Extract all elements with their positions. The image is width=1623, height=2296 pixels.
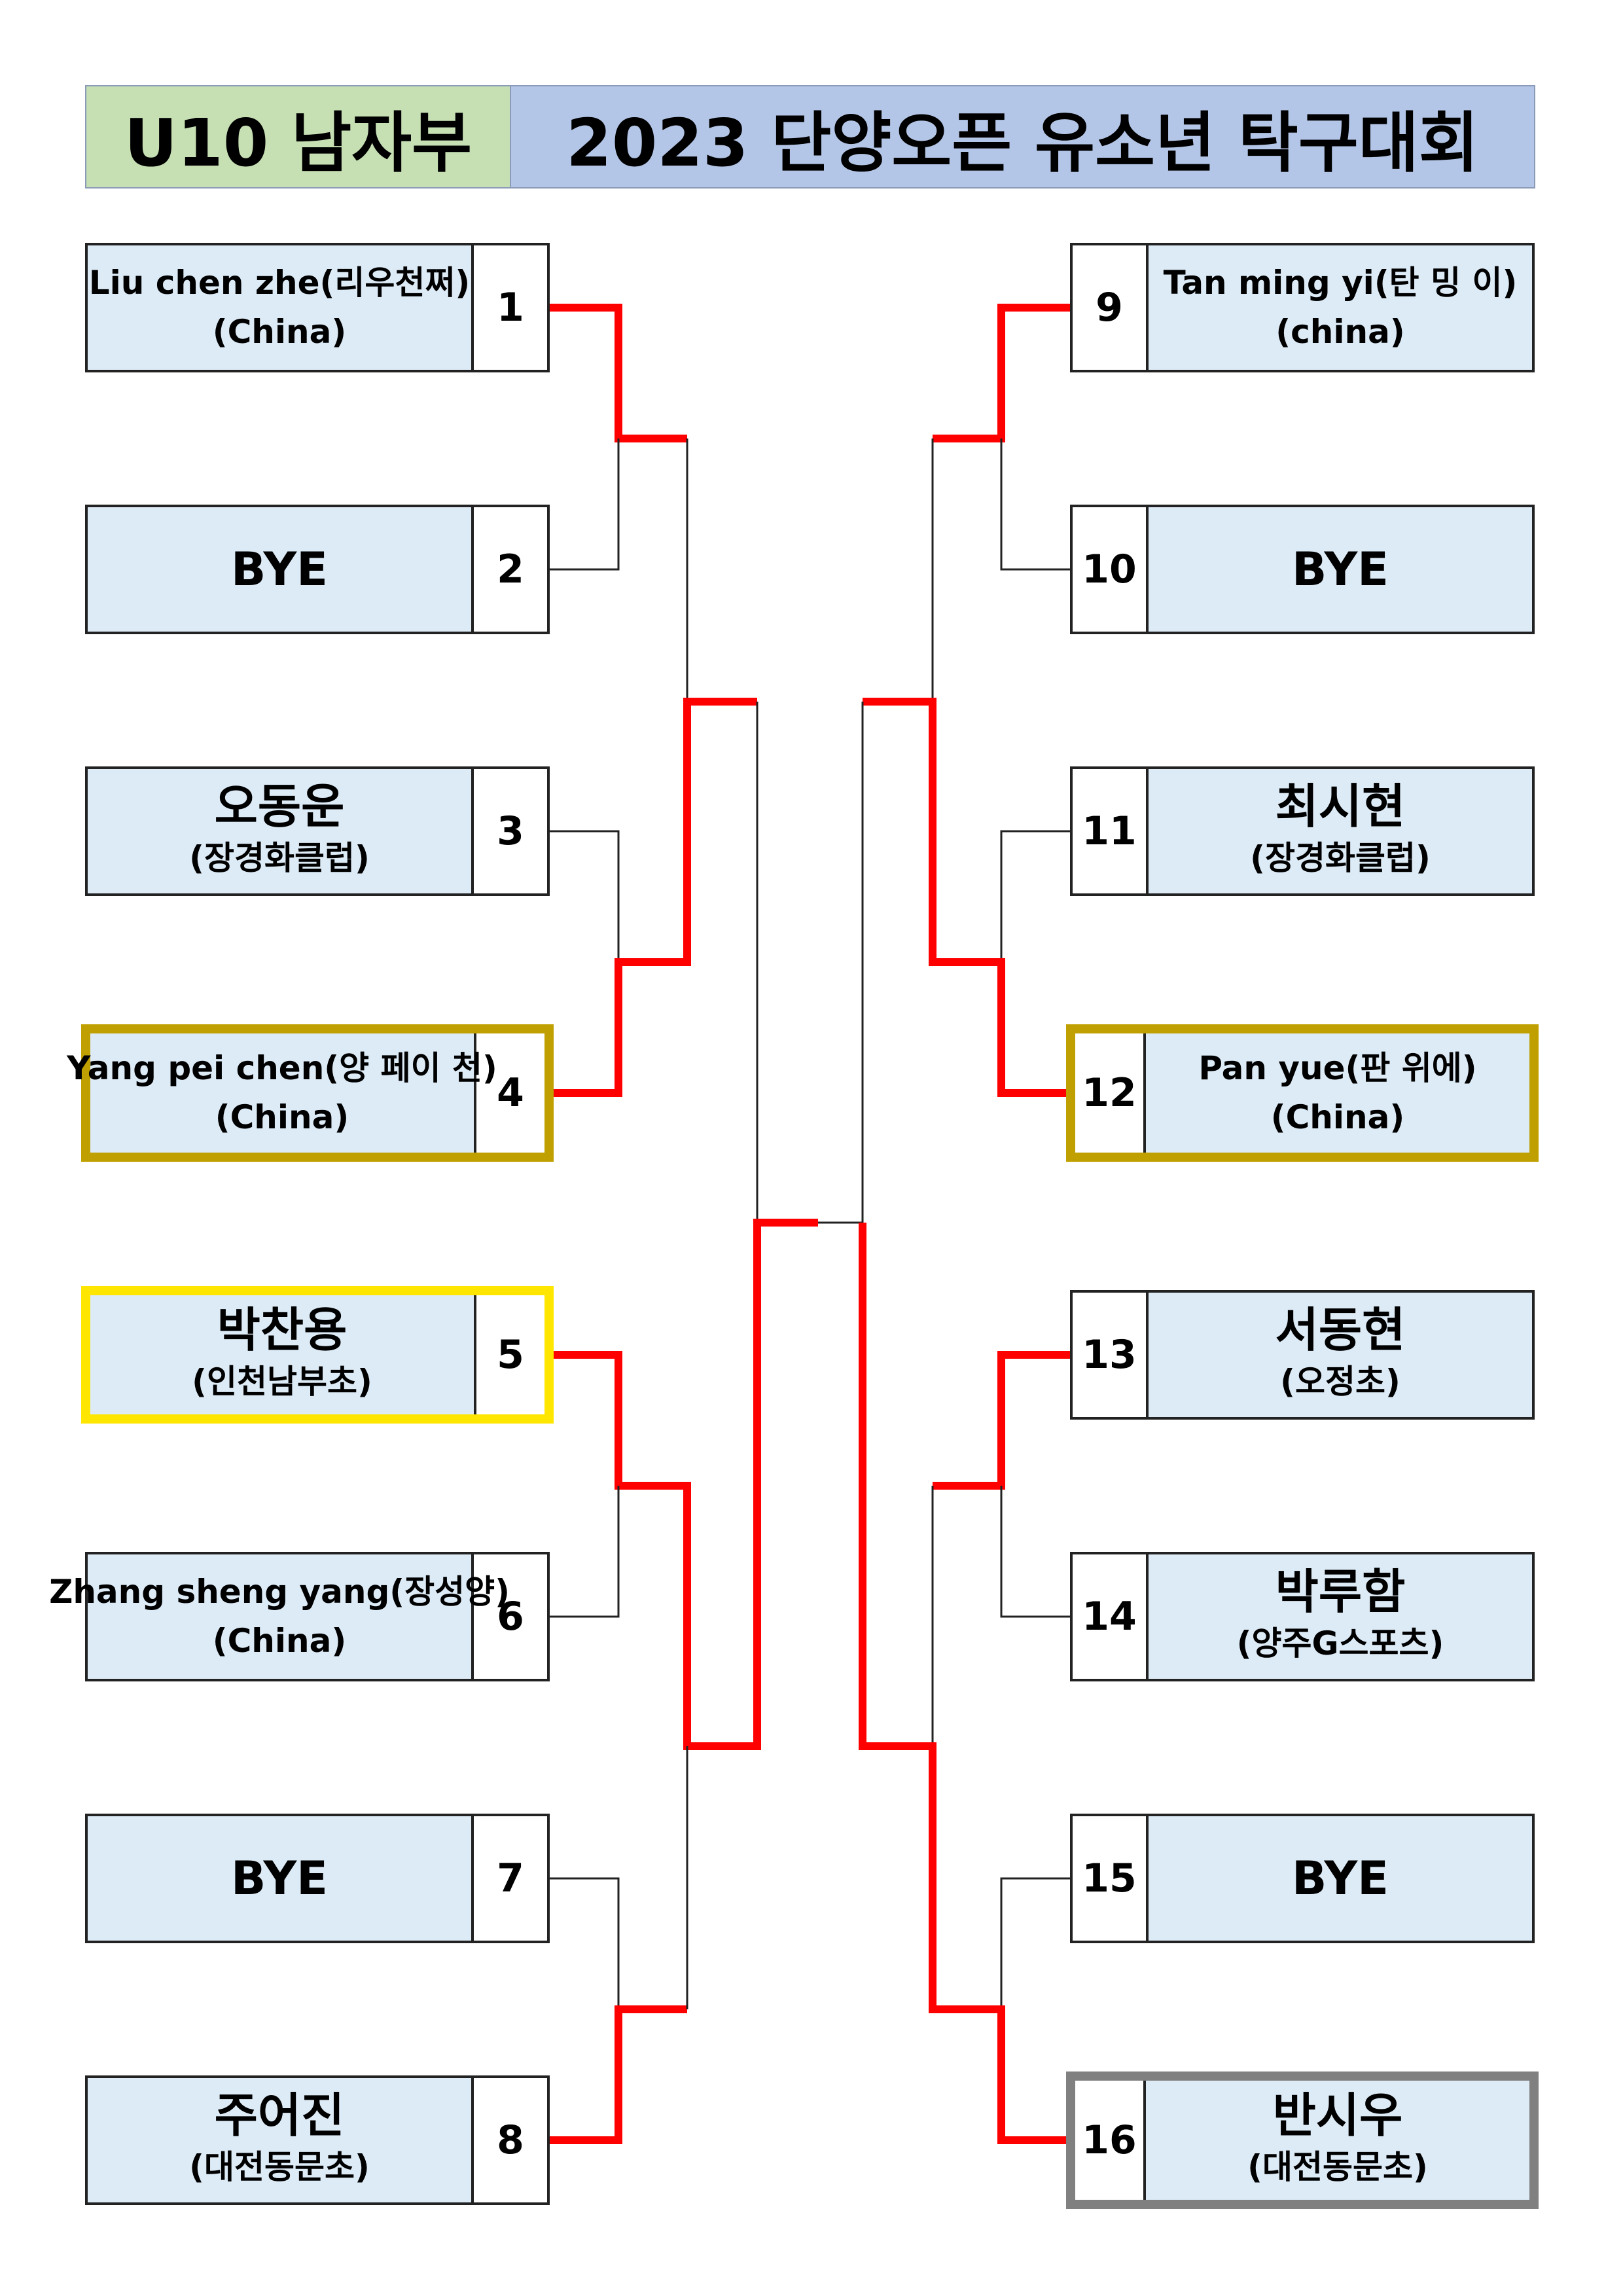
seed-number: 15 bbox=[1082, 1856, 1137, 1901]
seed-number: 13 bbox=[1082, 1332, 1137, 1378]
player-entry-7: BYE 7 bbox=[85, 1814, 550, 1943]
bracket-line bbox=[550, 830, 620, 962]
player-name-cell: 오동운 (장경화클럽) bbox=[88, 769, 474, 893]
player-team: (china) bbox=[1275, 313, 1405, 351]
winner-path-line bbox=[550, 304, 687, 442]
player-name: 박찬용 bbox=[217, 1302, 348, 1358]
player-entry-1: Liu chen zhe(리우천쩌) (China) 1 bbox=[85, 243, 550, 372]
player-name-cell: Zhang sheng yang(장성양) (China) bbox=[49, 1554, 510, 1679]
player-team: (오정초) bbox=[1280, 1362, 1400, 1401]
player-team: (양주G스포츠) bbox=[1236, 1624, 1444, 1662]
bracket-line bbox=[1000, 439, 1070, 571]
player-entry-6: Zhang sheng yang(장성양) (China) 6 bbox=[49, 1552, 550, 1681]
seed-number: 16 bbox=[1082, 2117, 1137, 2163]
player-entry-11: 최시현 (장경화클럽) 11 bbox=[1070, 766, 1535, 896]
winner-path-line bbox=[933, 304, 1070, 442]
seed-number: 11 bbox=[1082, 808, 1137, 854]
player-team: (인천남부초) bbox=[192, 1362, 372, 1401]
title-bar: U10 남자부 2023 단양오픈 유소년 탁구대회 bbox=[85, 85, 1535, 188]
player-team: (대전동문초) bbox=[189, 2147, 370, 2186]
player-name-cell: Tan ming yi(탄 밍 이) (china) bbox=[1146, 245, 1532, 370]
player-name: BYE bbox=[230, 542, 329, 596]
player-name: BYE bbox=[1291, 542, 1389, 596]
player-entry-15: BYE 15 bbox=[1070, 1814, 1535, 1943]
player-name-cell: BYE bbox=[88, 1816, 474, 1941]
player-entry-5: 박찬용 (인천남부초) 5 bbox=[81, 1286, 554, 1424]
player-name-cell: BYE bbox=[88, 507, 474, 632]
player-team: (대전동문초) bbox=[1247, 2147, 1428, 2186]
player-entry-9: Tan ming yi(탄 밍 이) (china) 9 bbox=[1070, 243, 1535, 372]
winner-path-line bbox=[933, 1351, 1070, 1490]
player-name: Pan yue(판 위에) bbox=[1198, 1049, 1477, 1087]
bracket-line bbox=[1000, 1877, 1070, 2009]
player-name-cell: Liu chen zhe(리우천쩌) (China) bbox=[88, 245, 474, 370]
player-name: BYE bbox=[230, 1851, 329, 1905]
player-name: 오동운 bbox=[214, 779, 345, 834]
player-team: (China) bbox=[212, 1622, 347, 1660]
seed-number: 5 bbox=[497, 1332, 524, 1378]
player-name: BYE bbox=[1291, 1851, 1389, 1905]
player-entry-4: Yang pei chen(양 페이 천) (China) 4 bbox=[67, 1024, 554, 1162]
seed-number: 14 bbox=[1082, 1594, 1137, 1640]
player-name: 반시우 bbox=[1272, 2088, 1403, 2144]
player-name-cell: Yang pei chen(양 페이 천) (China) bbox=[67, 1033, 497, 1153]
winner-path-line bbox=[859, 1223, 1070, 2144]
player-name: 서동현 bbox=[1275, 1302, 1406, 1358]
player-team: (China) bbox=[215, 1098, 349, 1136]
player-name: Yang pei chen(양 페이 천) bbox=[67, 1049, 497, 1087]
player-entry-8: 주어진(대전동문초) 8 bbox=[85, 2075, 550, 2205]
seed-number: 4 bbox=[497, 1070, 524, 1116]
player-name: Tan ming yi(탄 밍 이) bbox=[1163, 264, 1518, 302]
player-team: (China) bbox=[212, 313, 347, 351]
winner-path-line bbox=[550, 1219, 818, 1750]
player-name: Liu chen zhe(리우천쩌) bbox=[88, 264, 471, 302]
bracket-line bbox=[1000, 830, 1070, 962]
seed-number: 2 bbox=[497, 547, 524, 592]
winner-path-line bbox=[550, 2005, 687, 2144]
seed-number: 1 bbox=[497, 285, 524, 331]
bracket-line bbox=[550, 439, 620, 571]
bracket-line bbox=[1000, 1486, 1070, 1618]
player-team: (장경화클럽) bbox=[1250, 838, 1431, 877]
player-name-cell: Pan yue(판 위에) (China) bbox=[1143, 1033, 1529, 1153]
seed-number: 3 bbox=[497, 808, 524, 854]
player-name: Zhang sheng yang(장성양) bbox=[49, 1573, 510, 1611]
seed-number: 12 bbox=[1082, 1070, 1137, 1116]
player-name: 박루함 bbox=[1275, 1564, 1406, 1620]
player-name-cell: 반시우(대전동문초) bbox=[1143, 2081, 1529, 2200]
player-name-cell: BYE bbox=[1146, 1816, 1532, 1941]
player-team: (장경화클럽) bbox=[189, 838, 370, 877]
seed-number: 7 bbox=[497, 1856, 524, 1901]
player-name-cell: 박루함 (양주G스포츠) bbox=[1146, 1554, 1532, 1679]
player-name: 최시현 bbox=[1275, 779, 1406, 834]
player-entry-12: Pan yue(판 위에) (China) 12 bbox=[1066, 1024, 1539, 1162]
player-name: 주어진 bbox=[214, 2088, 345, 2144]
player-entry-13: 서동현 (오정초) 13 bbox=[1070, 1290, 1535, 1420]
player-name-cell: 최시현 (장경화클럽) bbox=[1146, 769, 1532, 893]
player-name-cell: 서동현 (오정초) bbox=[1146, 1293, 1532, 1417]
bracket-line bbox=[550, 1877, 620, 2009]
player-entry-16: 반시우(대전동문초)16 bbox=[1066, 2072, 1539, 2209]
player-team: (China) bbox=[1270, 1098, 1405, 1136]
player-entry-3: 오동운 (장경화클럽) 3 bbox=[85, 766, 550, 896]
event-title: 2023 단양오픈 유소년 탁구대회 bbox=[511, 86, 1534, 187]
seed-number: 9 bbox=[1096, 285, 1123, 331]
winner-path-line bbox=[863, 698, 1070, 1097]
player-name-cell: 주어진(대전동문초) bbox=[88, 2078, 474, 2202]
seed-number: 10 bbox=[1082, 547, 1137, 592]
seed-number: 6 bbox=[497, 1594, 524, 1640]
player-entry-2: BYE 2 bbox=[85, 505, 550, 634]
division-label: U10 남자부 bbox=[86, 86, 511, 187]
player-name-cell: 박찬용 (인천남부초) bbox=[90, 1295, 476, 1414]
winner-path-line bbox=[550, 698, 757, 1097]
bracket-line bbox=[550, 1486, 620, 1618]
player-entry-10: BYE 10 bbox=[1070, 505, 1535, 634]
player-entry-14: 박루함 (양주G스포츠) 14 bbox=[1070, 1552, 1535, 1681]
player-name-cell: BYE bbox=[1146, 507, 1532, 632]
seed-number: 8 bbox=[497, 2117, 524, 2163]
